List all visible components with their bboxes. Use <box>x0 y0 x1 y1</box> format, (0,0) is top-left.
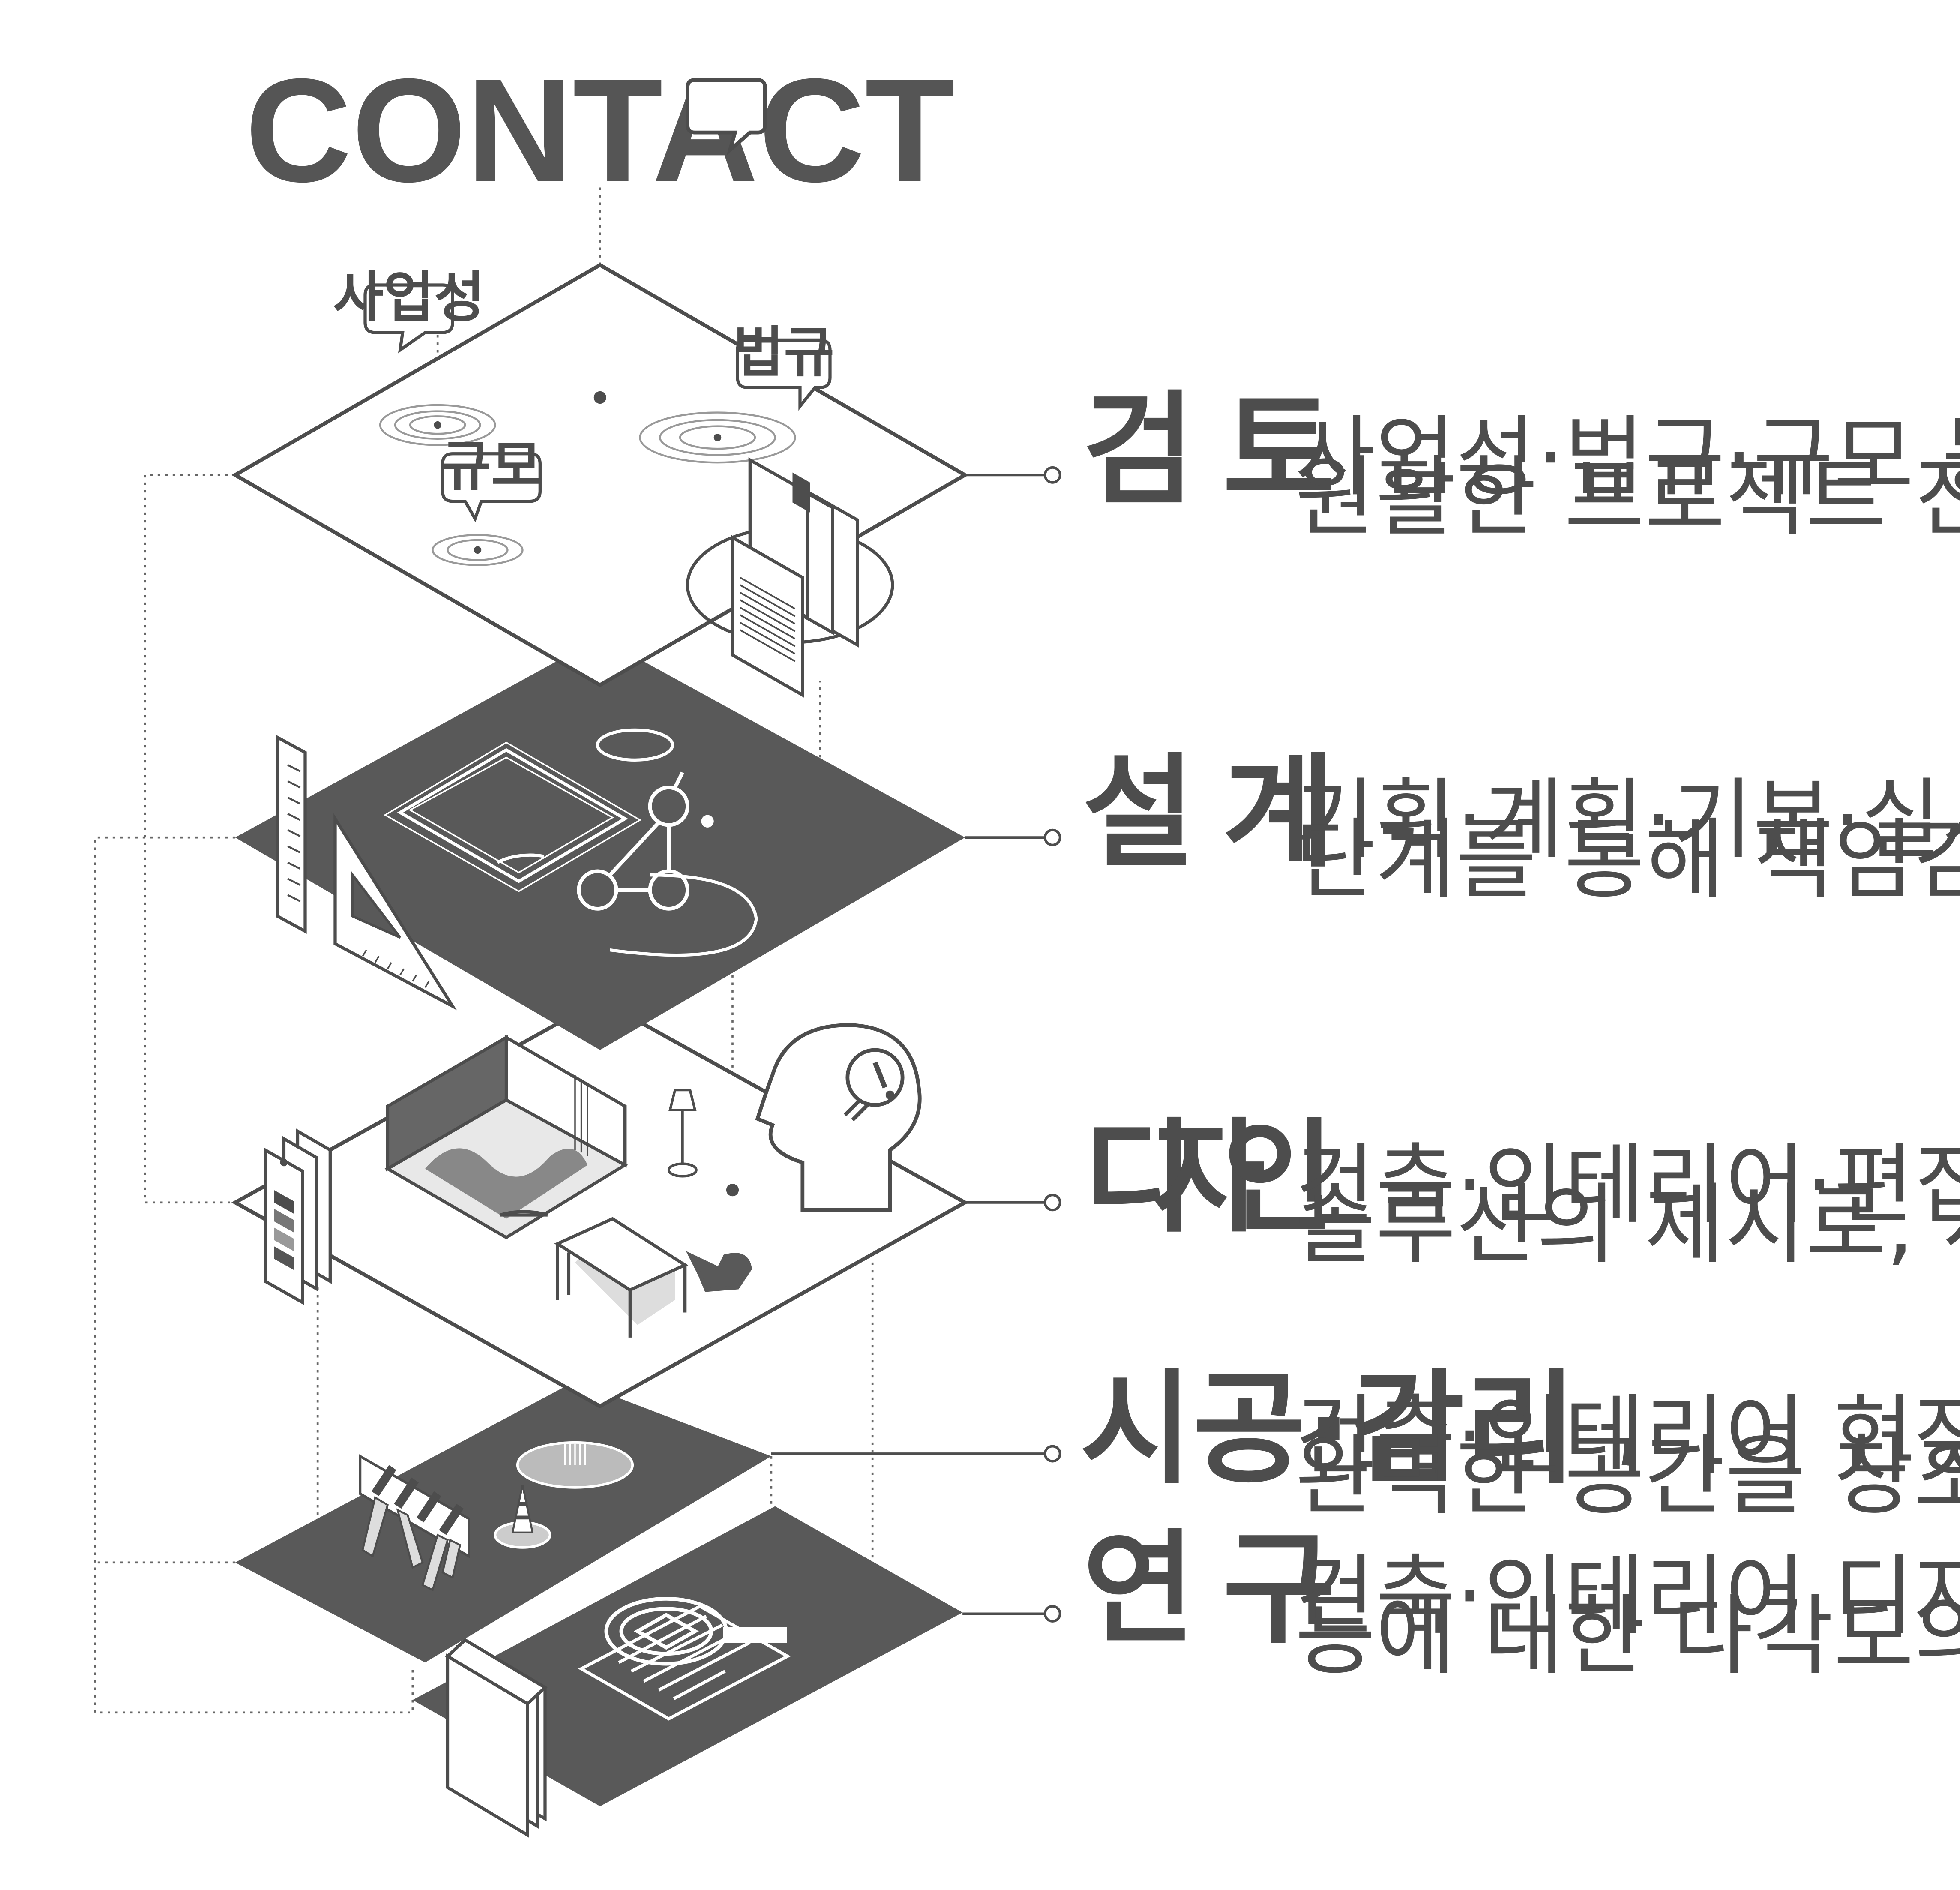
stage-review-title-left: 검 <box>1082 379 1195 522</box>
stage-construction-desc-1: 건축·인테리어 현장 시공 및 감리를 통해 <box>1295 1385 1960 1487</box>
magnifier-icon <box>604 1597 787 1666</box>
documents-icon <box>686 457 894 698</box>
traffic-cone-icon <box>494 1485 551 1549</box>
layer-research <box>412 1506 963 1838</box>
ripple-scale <box>432 534 524 566</box>
stage-plan-title-right: 계 <box>1223 742 1335 884</box>
bubble-scale-label: 규모 <box>441 435 542 498</box>
idea-head-icon <box>755 1023 922 1212</box>
stage-plan-title-left: 설 <box>1082 742 1195 884</box>
table-icon <box>554 1217 689 1338</box>
books-icon <box>445 1637 548 1838</box>
ruler-icon <box>276 735 307 934</box>
stage-review-title-right: 토 <box>1223 379 1335 522</box>
set-square-icon <box>333 813 457 1011</box>
floor-plan-icon <box>384 741 642 892</box>
chat-bubble-icon <box>686 78 767 156</box>
stage-construction-desc-2: 완벽한 공간을 창조 <box>1295 1425 1960 1527</box>
contact-header: CONTACT <box>245 48 955 213</box>
stage-plan-desc-2: 단계를 통해 책임감 있는 설계를 제공 <box>1295 809 1960 911</box>
stage-design-title-left: 디 <box>1082 1107 1195 1249</box>
stage-research: 연 구 건축·인테리어 디자인의 전반적인 발전 방향 등에 대한 다각도의 연… <box>1082 1518 1960 1687</box>
stage-plan: 설 계 기획·계획·기본·실시 설계의 전반적인 설계 단계를 통해 책임감 있… <box>1082 742 1960 911</box>
stage-review-desc-2: 원활한 프로젝트 진행 <box>1295 447 1960 549</box>
ripple-business <box>379 404 496 446</box>
stage-research-desc-1: 건축·인테리어 디자인의 전반적인 발전 방향 <box>1295 1545 1960 1647</box>
stage-design-desc-1: 건축·인테리어·편집 등 전반적인 디자인과 <box>1295 1134 1960 1236</box>
network-icon <box>577 771 689 911</box>
ripple-law <box>639 411 796 464</box>
contact-title: CONTACT <box>245 48 955 213</box>
stage-design-title-right: 인 <box>1223 1107 1335 1249</box>
stage-construction: 시공·감리 건축·인테리어 현장 시공 및 감리를 통해 완벽한 공간을 창조 <box>1080 1358 1960 1527</box>
bubble-scale: 규모 <box>441 435 542 523</box>
stage-design-title-mid: 자 <box>1153 1107 1265 1249</box>
stage-review-desc-1: 사업성·법규·규모 등의 각종 검토를 통해 <box>1295 406 1960 508</box>
stage-research-desc-2: 등에 대한 다각도의 연구를 추진 <box>1295 1585 1960 1687</box>
oval-outline <box>596 728 674 762</box>
stage-plan-desc-1: 기획·계획·기본·실시 설계의 전반적인 설계 <box>1295 769 1960 871</box>
bubble-law: 법규 <box>733 321 834 411</box>
barricade-icon <box>359 1454 470 1592</box>
bubble-law-label: 법규 <box>733 321 834 384</box>
swatch-cards-icon <box>264 1128 332 1305</box>
stage-design: 디 자 인 건축·인테리어·편집 등 전반적인 디자인과 솔루션의 제시로, 서… <box>1082 1107 1960 1276</box>
stage-review: 검 토 사업성·법규·규모 등의 각종 검토를 통해 원활한 프로젝트 진행 <box>1082 379 1960 549</box>
layer-plan <box>235 637 965 1050</box>
hand-pointer-icon <box>686 1251 752 1292</box>
stage-design-desc-2: 솔루션의 제시로, 서로가 만족할 디자인 창출 <box>1295 1174 1960 1276</box>
stage-construction-title: 시공·감리 <box>1080 1358 1577 1500</box>
bubble-business-label: 사업성 <box>333 266 485 330</box>
stage-research-title-left: 연 <box>1082 1518 1195 1660</box>
layer-design <box>231 998 969 1409</box>
label-connectors <box>771 466 1061 1623</box>
stage-research-title-right: 구 <box>1223 1518 1335 1660</box>
bubble-business: 사업성 <box>333 266 485 354</box>
layer-construction <box>235 1381 771 1663</box>
room-model-icon <box>384 1035 628 1239</box>
floor-lamp-icon <box>667 1089 698 1178</box>
